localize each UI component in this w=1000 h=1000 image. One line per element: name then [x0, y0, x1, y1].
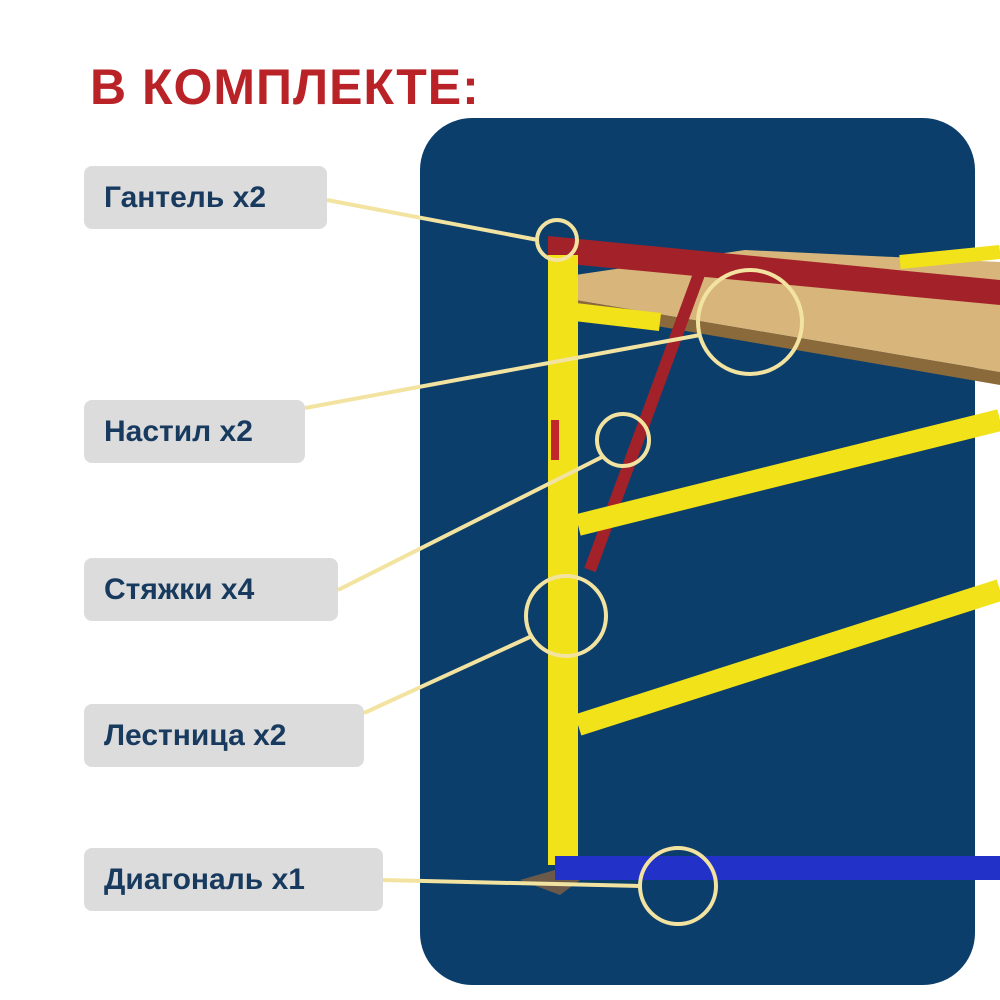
ladder-rung-2: [574, 579, 1000, 736]
top-beam: [548, 236, 1000, 305]
label-ladder: Лестница x2: [84, 704, 364, 767]
page-title: В КОМПЛЕКТЕ:: [90, 59, 480, 115]
callout-line-ladder: [363, 634, 533, 715]
ladder-pole: [548, 255, 578, 865]
label-dumbbell: Гантель x2: [84, 166, 327, 229]
yellow-rail-top: [573, 303, 662, 331]
label-diagonal: Диагональ x1: [84, 848, 383, 911]
callout-line-dumbbell: [326, 198, 539, 242]
scaffold-image: [520, 236, 1000, 895]
ladder-rung-1: [575, 409, 1000, 536]
callout-circle-ladder: [524, 574, 608, 658]
callout-line-diagonal: [382, 878, 641, 888]
callout-circle-diagonal: [638, 846, 718, 926]
callout-circle-deck: [696, 268, 804, 376]
callouts: [304, 198, 804, 926]
callout-line-deck: [304, 333, 701, 410]
label-deck: Настил x2: [84, 400, 305, 463]
label-ties: Стяжки x4: [84, 558, 338, 621]
callout-circle-dumbbell: [535, 218, 579, 262]
diagonal-beam: [555, 856, 1000, 880]
callout-circle-ties: [595, 412, 651, 468]
callout-line-ties: [337, 454, 605, 592]
